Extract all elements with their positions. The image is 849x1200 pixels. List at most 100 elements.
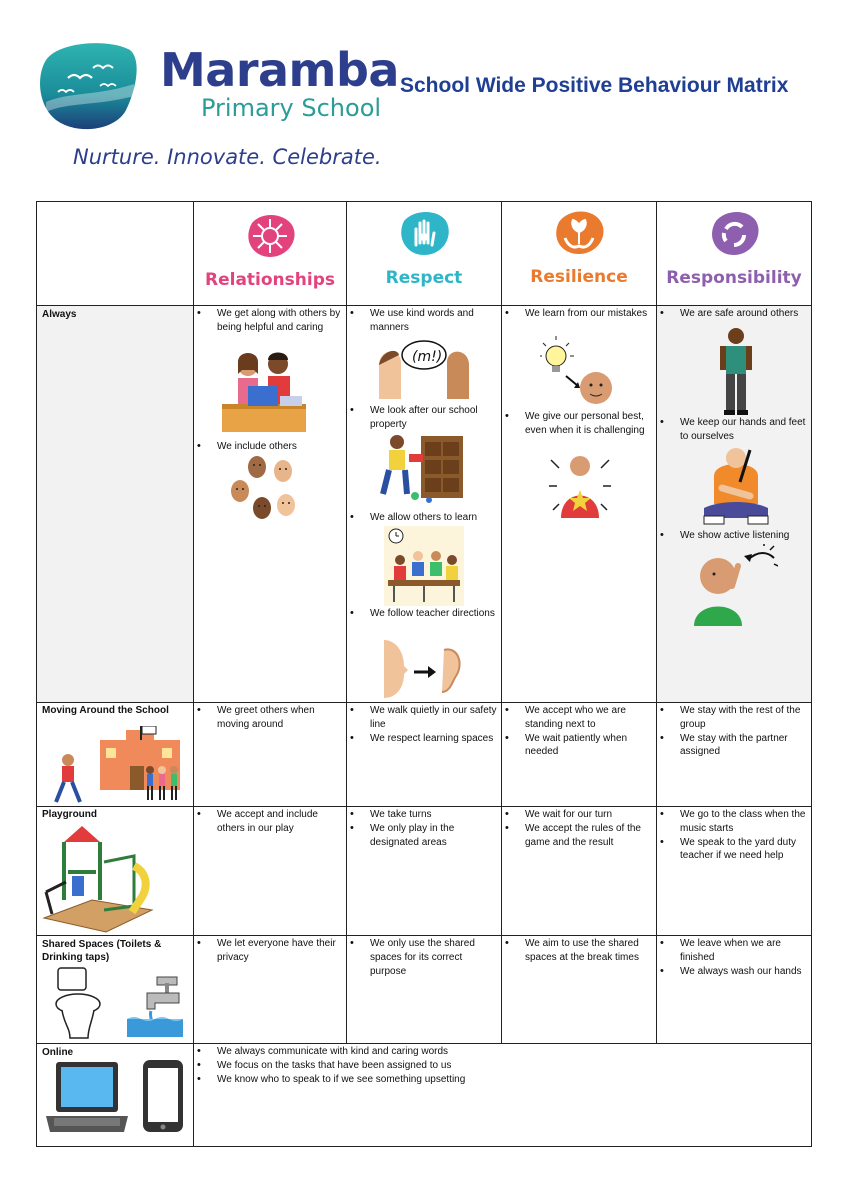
personal-best-picture xyxy=(549,456,611,518)
list-item: We include others xyxy=(194,440,342,454)
list-item: We accept who we are standing next to xyxy=(502,704,654,732)
list-item: We aim to use the shared spaces at the b… xyxy=(502,937,654,965)
list-item: We greet others when moving around xyxy=(194,704,342,732)
recycle-arrows-icon xyxy=(712,212,759,255)
list-item: We give our personal best, even when it … xyxy=(502,410,654,438)
list-item: We stay with the rest of the group xyxy=(657,704,809,732)
list-item: We let everyone have their privacy xyxy=(194,937,342,965)
row-divider xyxy=(36,1043,812,1044)
safe-around-others-picture xyxy=(720,328,752,415)
look-after-property-picture xyxy=(380,435,463,503)
list-item: We always wash our hands xyxy=(657,965,809,979)
drinking-tap-icon xyxy=(127,976,183,1037)
list-item: We know who to speak to if we see someth… xyxy=(194,1073,804,1087)
always-relationships-list-2: We include others xyxy=(194,440,342,454)
row-divider xyxy=(36,806,812,807)
value-label-respect: Respect xyxy=(385,268,463,288)
list-item: We keep our hands and feet to ourselves xyxy=(657,416,809,444)
list-item: We get along with others by being helpfu… xyxy=(194,307,342,335)
list-item: We look after our school property xyxy=(347,404,497,432)
row-label-always: Always xyxy=(42,309,77,320)
classroom-picture xyxy=(384,526,464,606)
list-item: We only use the shared spaces for its co… xyxy=(347,937,497,978)
column-divider xyxy=(193,201,194,1147)
row-label-online: Online xyxy=(42,1047,74,1058)
list-item: We respect learning spaces xyxy=(347,732,497,746)
column-divider xyxy=(656,201,657,1043)
list-item: We leave when we are finished xyxy=(657,937,809,965)
header-responsibility: Responsibility xyxy=(657,211,811,288)
list-item: We stay with the partner assigned xyxy=(657,732,809,760)
list-item: We always communicate with kind and cari… xyxy=(194,1045,804,1059)
always-respect-list: We use kind words and manners xyxy=(347,307,497,335)
moving-resilience-list: We accept who we are standing next to We… xyxy=(502,704,654,759)
always-responsibility-list-3: We show active listening xyxy=(657,529,809,543)
header-relationships: Relationships xyxy=(194,213,346,290)
school-name: Maramba xyxy=(160,43,399,97)
school-subtitle: Primary School xyxy=(201,94,382,122)
always-relationships-list: We get along with others by being helpfu… xyxy=(194,307,342,335)
list-item: We accept the rules of the game and the … xyxy=(502,822,654,850)
hand-heart-icon xyxy=(401,212,449,255)
toilet-icon xyxy=(55,967,101,1039)
online-list: We always communicate with kind and cari… xyxy=(194,1045,804,1086)
walking-to-school-picture xyxy=(54,726,180,803)
header-respect: Respect xyxy=(347,211,501,288)
table-border xyxy=(811,201,812,1147)
list-item: We are safe around others xyxy=(657,307,809,321)
reading-together-picture xyxy=(222,352,306,432)
always-resilience-list-2: We give our personal best, even when it … xyxy=(502,410,654,438)
svg-text:(m!): (m!) xyxy=(412,349,442,365)
row-label-playground: Playground xyxy=(42,809,98,820)
shared-respect-list: We only use the shared spaces for its co… xyxy=(347,937,497,978)
hands-circle-icon xyxy=(248,214,295,257)
list-item: We focus on the tasks that have been ass… xyxy=(194,1059,804,1073)
shared-resilience-list: We aim to use the shared spaces at the b… xyxy=(502,937,654,965)
moving-respect-list: We walk quietly in our safety line We re… xyxy=(347,704,497,745)
list-item: We accept and include others in our play xyxy=(194,808,342,836)
always-row-shading xyxy=(37,306,193,702)
list-item: We speak to the yard duty teacher if we … xyxy=(657,836,809,864)
list-item: We allow others to learn xyxy=(347,511,497,525)
mobile-phone-icon xyxy=(143,1060,183,1132)
value-label-resilience: Resilience xyxy=(530,267,628,287)
playground-responsibility-list: We go to the class when the music starts… xyxy=(657,808,809,863)
moving-responsibility-list: We stay with the rest of the group We st… xyxy=(657,704,809,759)
row-label-moving: Moving Around the School xyxy=(42,705,169,716)
moving-relationships-list: We greet others when moving around xyxy=(194,704,342,732)
value-label-responsibility: Responsibility xyxy=(666,268,802,288)
list-item: We only play in the designated areas xyxy=(347,822,497,850)
column-divider xyxy=(501,201,502,1043)
list-item: We learn from our mistakes xyxy=(502,307,654,321)
always-respect-list-2: We look after our school property xyxy=(347,404,497,432)
table-border xyxy=(36,201,37,1147)
table-border xyxy=(36,1146,812,1147)
playground-relationships-list: We accept and include others in our play xyxy=(194,808,342,836)
learn-from-mistakes-picture xyxy=(540,336,612,404)
always-respect-list-3: We allow others to learn xyxy=(347,511,497,525)
row-label-shared-spaces: Shared Spaces (Toilets & Drinking taps) xyxy=(42,939,162,963)
shared-responsibility-list: We leave when we are finished We always … xyxy=(657,937,809,978)
listen-to-teacher-picture xyxy=(384,640,461,698)
row-divider xyxy=(36,702,812,703)
row-divider xyxy=(36,305,812,306)
column-divider xyxy=(346,201,347,1043)
playground-equipment-picture xyxy=(42,826,154,933)
list-item: We go to the class when the music starts xyxy=(657,808,809,836)
page-title: School Wide Positive Behaviour Matrix xyxy=(400,74,789,97)
header-resilience: Resilience xyxy=(502,210,656,287)
shared-relationships-list: We let everyone have their privacy xyxy=(194,937,342,965)
list-item: We follow teacher directions xyxy=(347,607,497,621)
playground-respect-list: We take turns We only play in the design… xyxy=(347,808,497,849)
always-responsibility-list-2: We keep our hands and feet to ourselves xyxy=(657,416,809,444)
laptop-icon xyxy=(46,1062,128,1132)
active-listening-picture xyxy=(694,544,778,626)
hands-to-self-picture xyxy=(703,448,769,525)
list-item: We walk quietly in our safety line xyxy=(347,704,497,732)
list-item: We take turns xyxy=(347,808,497,822)
list-item: We wait for our turn xyxy=(502,808,654,822)
school-logo xyxy=(40,43,137,130)
include-others-picture xyxy=(231,456,295,519)
always-respect-list-4: We follow teacher directions xyxy=(347,607,497,621)
always-responsibility-list: We are safe around others xyxy=(657,307,809,321)
